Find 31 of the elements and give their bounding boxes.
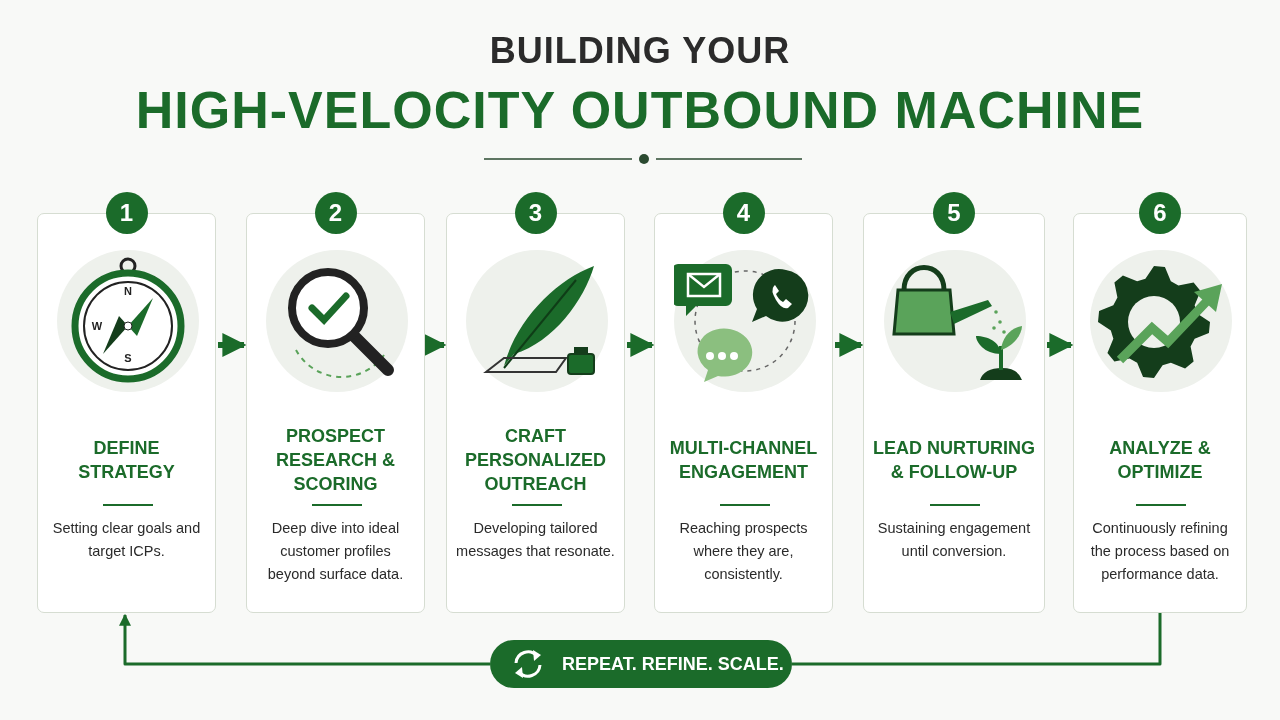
step-description: Reaching prospects where they are, consistently. xyxy=(678,519,809,584)
step-title: CRAFT PERSONALIZED OUTREACH xyxy=(464,425,607,496)
step-title: MULTI-CHANNEL ENGAGEMENT xyxy=(668,437,819,484)
step-description: Deep dive into ideal customer profiles beyond surface data. xyxy=(266,519,405,584)
step-title: DEFINE STRATEGY xyxy=(77,437,176,484)
step-description: Continuously refining the process based on performance data. xyxy=(1089,519,1231,584)
step-title: LEAD NURTURING & FOLLOW-UP xyxy=(872,437,1036,484)
title: HIGH-VELOCITY OUTBOUND MACHINE xyxy=(134,80,1146,140)
step-number: 4 xyxy=(722,192,765,234)
step-description: Developing tailored messages that resonate. xyxy=(455,519,616,561)
step-number: 3 xyxy=(514,192,557,234)
banner-text: REPEAT. REFINE. SCALE. xyxy=(562,653,784,675)
arrow xyxy=(119,613,490,666)
arrow xyxy=(1047,333,1074,357)
step-title: ANALYZE & OPTIMIZE xyxy=(1108,437,1212,484)
subtitle: BUILDING YOUR xyxy=(488,30,792,72)
arrow xyxy=(627,333,655,357)
compass-letter: W xyxy=(91,320,102,332)
step-number: 2 xyxy=(314,192,357,234)
step-description: Setting clear goals and target ICPs. xyxy=(51,519,202,561)
step-number: 5 xyxy=(933,192,975,234)
step-number: 1 xyxy=(105,192,148,234)
loop-banner xyxy=(490,640,792,688)
step-number: 6 xyxy=(1139,192,1181,234)
compass-letter: N xyxy=(123,285,132,297)
connector-line xyxy=(792,613,1162,666)
step-title: PROSPECT RESEARCH & SCORING xyxy=(275,425,396,496)
arrow xyxy=(218,333,247,357)
step-description: Sustaining engagement until conversion. xyxy=(876,519,1032,561)
compass-letter: S xyxy=(123,352,132,364)
arrow xyxy=(835,333,864,357)
